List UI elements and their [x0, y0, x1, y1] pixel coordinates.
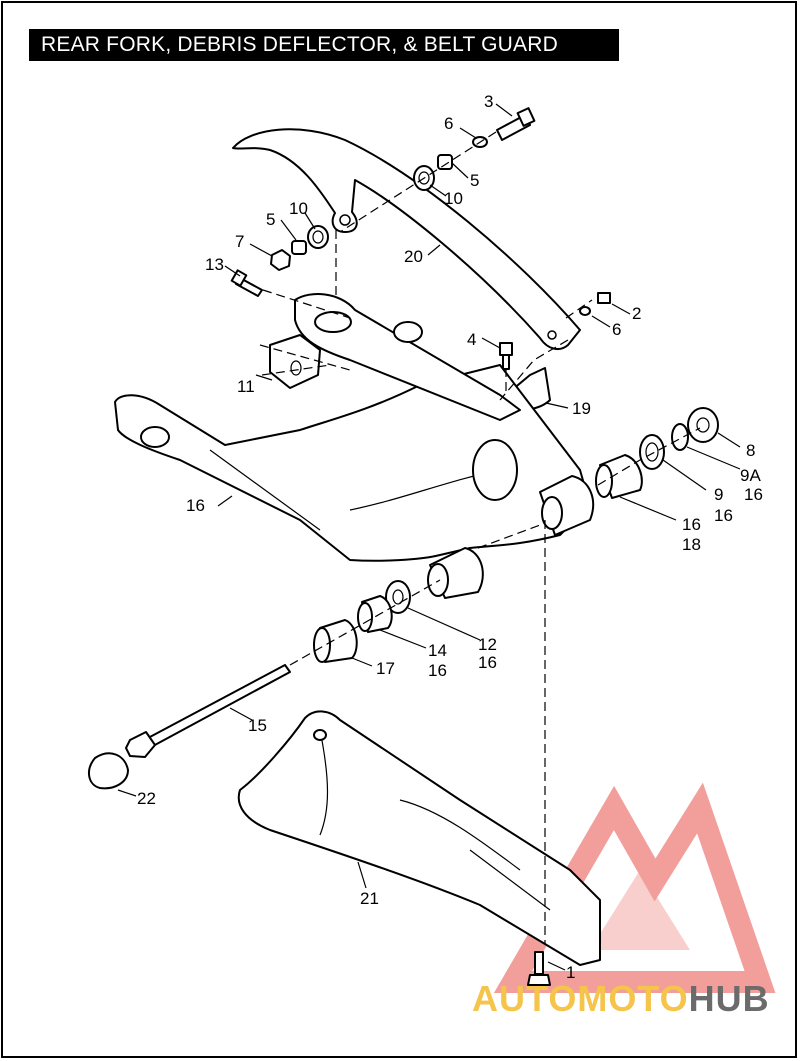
callout-18: 18: [682, 535, 701, 554]
washer-12-part: [385, 580, 411, 614]
callout-16c: 16: [186, 496, 205, 515]
bearing-17-part: [313, 619, 358, 663]
callout-11: 11: [237, 377, 255, 396]
callout-1: 1: [566, 963, 575, 982]
spacer-5-part: [437, 154, 453, 170]
callout-9a: 9A: [740, 466, 761, 485]
callout-21: 21: [360, 889, 379, 908]
callout-labels: 3 6 5 10 5 10 7 20 13 2 6 4 11 19 8 9A 1…: [137, 92, 763, 982]
callout-8: 8: [746, 441, 755, 460]
callout-10: 10: [444, 189, 463, 208]
bolt-4-part: [499, 342, 513, 370]
watermark-text: AUTOMOTOHUB: [472, 978, 770, 1020]
grommet-10b-part: [307, 225, 329, 249]
watermark-part2: HUB: [688, 978, 770, 1019]
leader-lines: [117, 103, 741, 971]
callout-9: 9: [714, 485, 723, 504]
nut-8-part: [687, 407, 719, 443]
ring-9a-part: [671, 423, 689, 451]
callout-6: 6: [444, 114, 453, 133]
bumper-11-part: [269, 334, 321, 389]
callout-2: 2: [632, 304, 641, 323]
washer-6b-part: [579, 306, 591, 316]
callout-5b: 5: [266, 210, 275, 229]
callout-3: 3: [484, 92, 493, 111]
callout-5: 5: [470, 171, 479, 190]
callout-14: 14: [428, 641, 447, 660]
bolt-1-part: [527, 951, 551, 986]
belt-guard-part: [232, 128, 581, 351]
rear-fork-16-part: [114, 293, 595, 599]
bolt-13-part: [230, 269, 263, 297]
callout-16b: 16: [714, 506, 733, 525]
callout-6b: 6: [612, 320, 621, 339]
cap-22-part: [88, 752, 129, 790]
callout-12: 12: [478, 635, 497, 654]
callout-7: 7: [235, 232, 244, 251]
callout-19: 19: [572, 399, 591, 418]
assembly-lines: [259, 131, 701, 945]
watermark-logo: [493, 782, 776, 993]
callout-16a: 16: [744, 485, 763, 504]
callout-4: 4: [467, 330, 476, 349]
page-title: REAR FORK, DEBRIS DEFLECTOR, & BELT GUAR…: [29, 29, 619, 61]
pivot-shaft-15-part: [125, 664, 291, 758]
callout-16f: 16: [428, 661, 447, 680]
bolt-3-part: [496, 107, 536, 141]
spacer-14-part: [357, 595, 393, 633]
watermark-part1: AUTOMOTO: [472, 978, 689, 1019]
callout-22: 22: [137, 789, 156, 808]
bolt-2-part: [597, 292, 611, 304]
callout-20: 20: [404, 247, 423, 266]
callout-15: 15: [248, 716, 267, 735]
bearing-16-18-part: [595, 454, 643, 499]
callout-17: 17: [376, 659, 395, 678]
callout-16e: 16: [478, 653, 497, 672]
callout-10b: 10: [289, 199, 308, 218]
callout-16d: 16: [682, 515, 701, 534]
seal-9-part: [639, 434, 665, 470]
nut-7-part: [270, 249, 291, 271]
spacer-5b-part: [291, 240, 307, 255]
lower-guard-21-part: [237, 710, 601, 966]
callout-13: 13: [205, 255, 224, 274]
